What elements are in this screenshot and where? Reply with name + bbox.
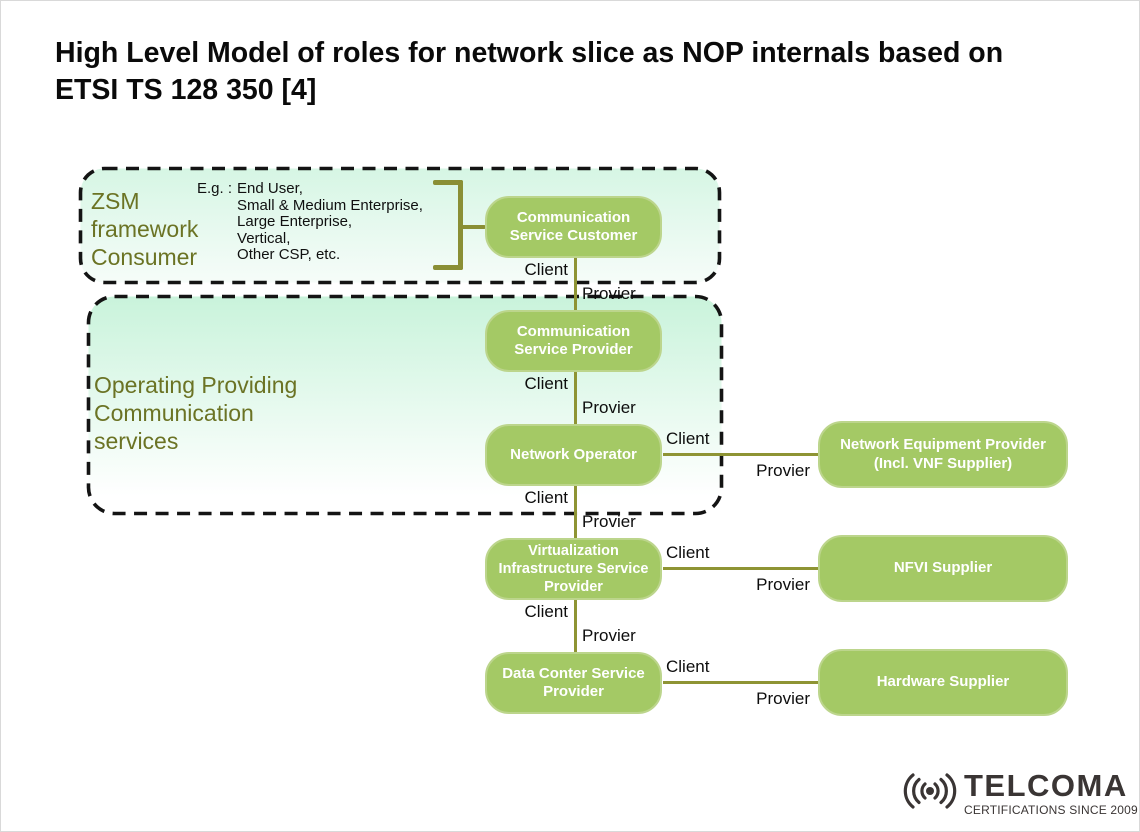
edge-label-provider-netop-nep: Provier (756, 461, 810, 480)
node-communication-service-provider: Communication Service Provider (485, 310, 662, 372)
edge-label-client-csp: Client (524, 374, 568, 393)
telcoma-logo: TELCOMA CERTIFICATIONS SINCE 2009 (902, 768, 1138, 819)
edge-label-provider-dcsp: Provier (582, 626, 636, 645)
node-data-center-service-provider: Data Conter Service Provider (485, 652, 662, 714)
node-nfvi-supplier: NFVI Supplier (818, 535, 1068, 602)
edge-label-client-csc: Client (524, 260, 568, 279)
edge-label-provider-netop: Provier (582, 398, 636, 417)
example-item: Small & Medium Enterprise, (237, 196, 423, 214)
edge-label-provider-csp: Provier (582, 284, 636, 303)
connector-visp-dcsp (574, 600, 577, 652)
node-network-equipment-provider: Network Equipment Provider (Incl. VNF Su… (818, 421, 1068, 488)
example-item: Vertical, (237, 229, 291, 247)
example-item: Large Enterprise, (237, 213, 353, 231)
examples-list: End User, Small & Medium Enterprise, Lar… (237, 180, 423, 264)
page-title: High Level Model of roles for network sl… (55, 35, 1135, 109)
logo-text: TELCOMA CERTIFICATIONS SINCE 2009 (964, 767, 1138, 817)
logo-tagline: CERTIFICATIONS SINCE 2009 (964, 802, 1138, 817)
connector-dcsp-hw (663, 681, 818, 684)
signal-waves-icon (902, 768, 958, 819)
connector-visp-nfvi (663, 567, 818, 570)
consumer-group-label: ZSM framework Consumer (91, 188, 199, 270)
logo-name: TELCOMA (964, 767, 1128, 803)
page-title-line-1: High Level Model of roles for network sl… (55, 37, 1004, 69)
node-virtualization-infrastructure-service-provider: Virtualization Infrastructure Service Pr… (485, 538, 662, 600)
consumer-examples: E.g. : End User, Small & Medium Enterpri… (197, 180, 423, 264)
connector-netop-nep (663, 453, 818, 456)
example-item: Other CSP, etc. (237, 246, 341, 264)
edge-label-client-visp-nfvi: Client (666, 543, 710, 562)
edge-label-provider-visp: Provier (582, 512, 636, 531)
node-network-operator: Network Operator (485, 424, 662, 486)
edge-label-provider-dcsp-hw: Provier (756, 689, 810, 708)
edge-label-client-netop: Client (524, 488, 568, 507)
node-hardware-supplier: Hardware Supplier (818, 649, 1068, 716)
operator-group-label: Operating Providing Communication servic… (94, 372, 298, 454)
connector-csc-csp (574, 258, 577, 310)
example-item: End User, (237, 180, 303, 197)
connector-csp-netop (574, 372, 577, 424)
edge-label-client-dcsp-hw: Client (666, 657, 710, 676)
edge-label-client-visp: Client (524, 602, 568, 621)
connector-netop-visp (574, 486, 577, 538)
examples-prefix: E.g. : (197, 180, 233, 197)
page-title-line-2: ETSI TS 128 350 [4] (55, 74, 317, 106)
node-communication-service-customer: Communication Service Customer (485, 196, 662, 258)
edge-label-provider-visp-nfvi: Provier (756, 575, 810, 594)
edge-label-client-netop-nep: Client (666, 429, 710, 448)
